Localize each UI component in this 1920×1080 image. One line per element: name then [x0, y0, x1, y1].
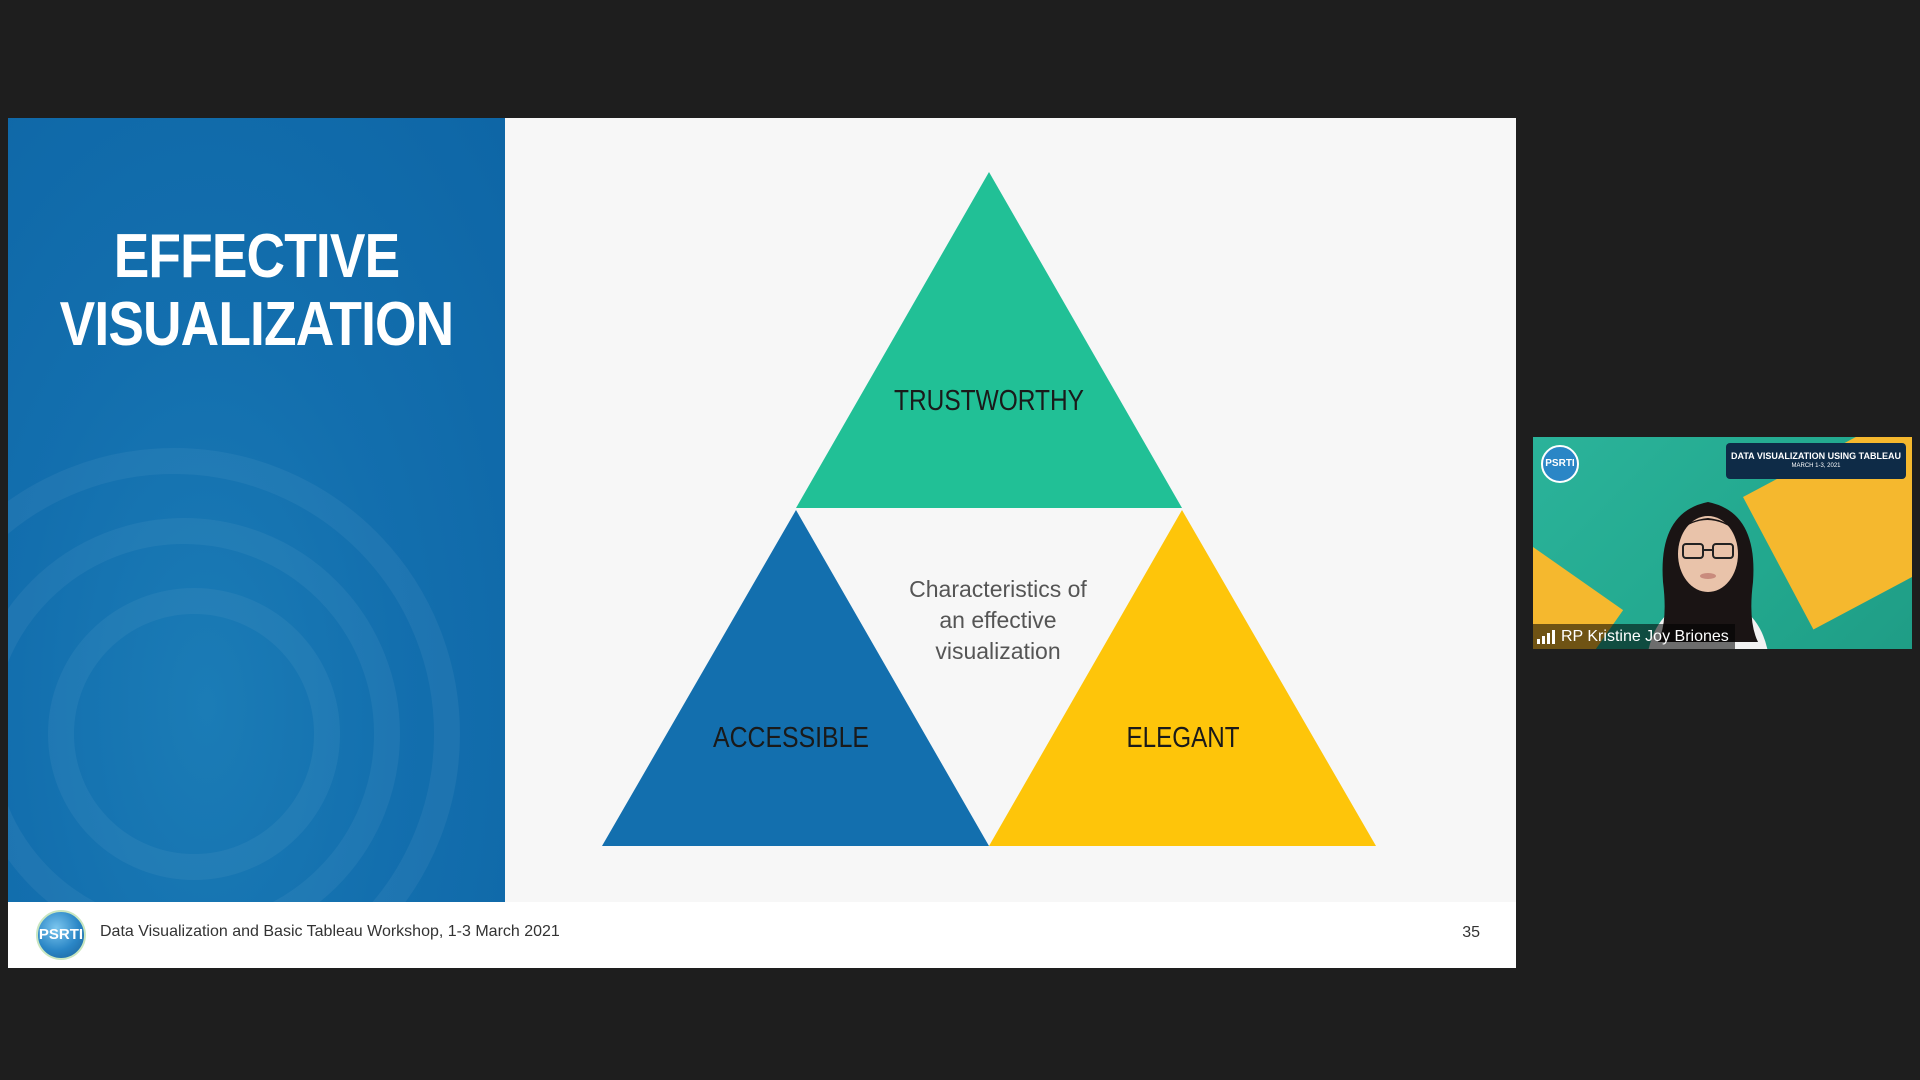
triangle-diagram: TRUSTWORTHY ACCESSIBLE ELEGANT Character…: [602, 172, 1376, 846]
triangle-accessible: [602, 510, 989, 846]
psrti-logo-icon: PSRTI: [36, 910, 86, 960]
label-trustworthy: TRUSTWORTHY: [894, 385, 1084, 417]
triangle-trustworthy: [796, 172, 1182, 508]
participant-person: [1648, 502, 1768, 649]
slide-title-line1: EFFECTIVE: [113, 222, 400, 291]
presentation-slide: EFFECTIVE VISUALIZATION TRUSTWORTHY ACCE…: [8, 118, 1516, 968]
participant-video-tile[interactable]: PSRTI DATA VISUALIZATION USING TABLEAU M…: [1533, 437, 1912, 649]
virtual-background-banner: DATA VISUALIZATION USING TABLEAU MARCH 1…: [1726, 443, 1906, 479]
center-text-line3: visualization: [935, 638, 1060, 664]
slide-page-number: 35: [1462, 924, 1480, 941]
participant-name-bar: RP Kristine Joy Briones: [1533, 624, 1735, 649]
banner-title: DATA VISUALIZATION USING TABLEAU: [1731, 451, 1901, 461]
slide-title-panel: EFFECTIVE VISUALIZATION: [8, 118, 505, 902]
triangle-elegant: [989, 510, 1376, 846]
label-accessible: ACCESSIBLE: [713, 722, 869, 754]
banner-date: MARCH 1-3, 2021: [1791, 463, 1841, 469]
center-text-line2: an effective: [939, 607, 1056, 633]
center-text-line1: Characteristics of: [909, 576, 1087, 602]
participant-name: RP Kristine Joy Briones: [1561, 627, 1729, 645]
slide-footer: PSRTI Data Visualization and Basic Table…: [8, 902, 1516, 968]
signal-strength-icon: [1537, 629, 1555, 644]
slide-title: EFFECTIVE VISUALIZATION: [43, 223, 470, 359]
slide-title-line2: VISUALIZATION: [59, 290, 455, 359]
label-elegant: ELEGANT: [1127, 722, 1240, 754]
footer-caption: Data Visualization and Basic Tableau Wor…: [100, 923, 560, 940]
psrti-logo-icon: PSRTI: [1541, 445, 1579, 483]
